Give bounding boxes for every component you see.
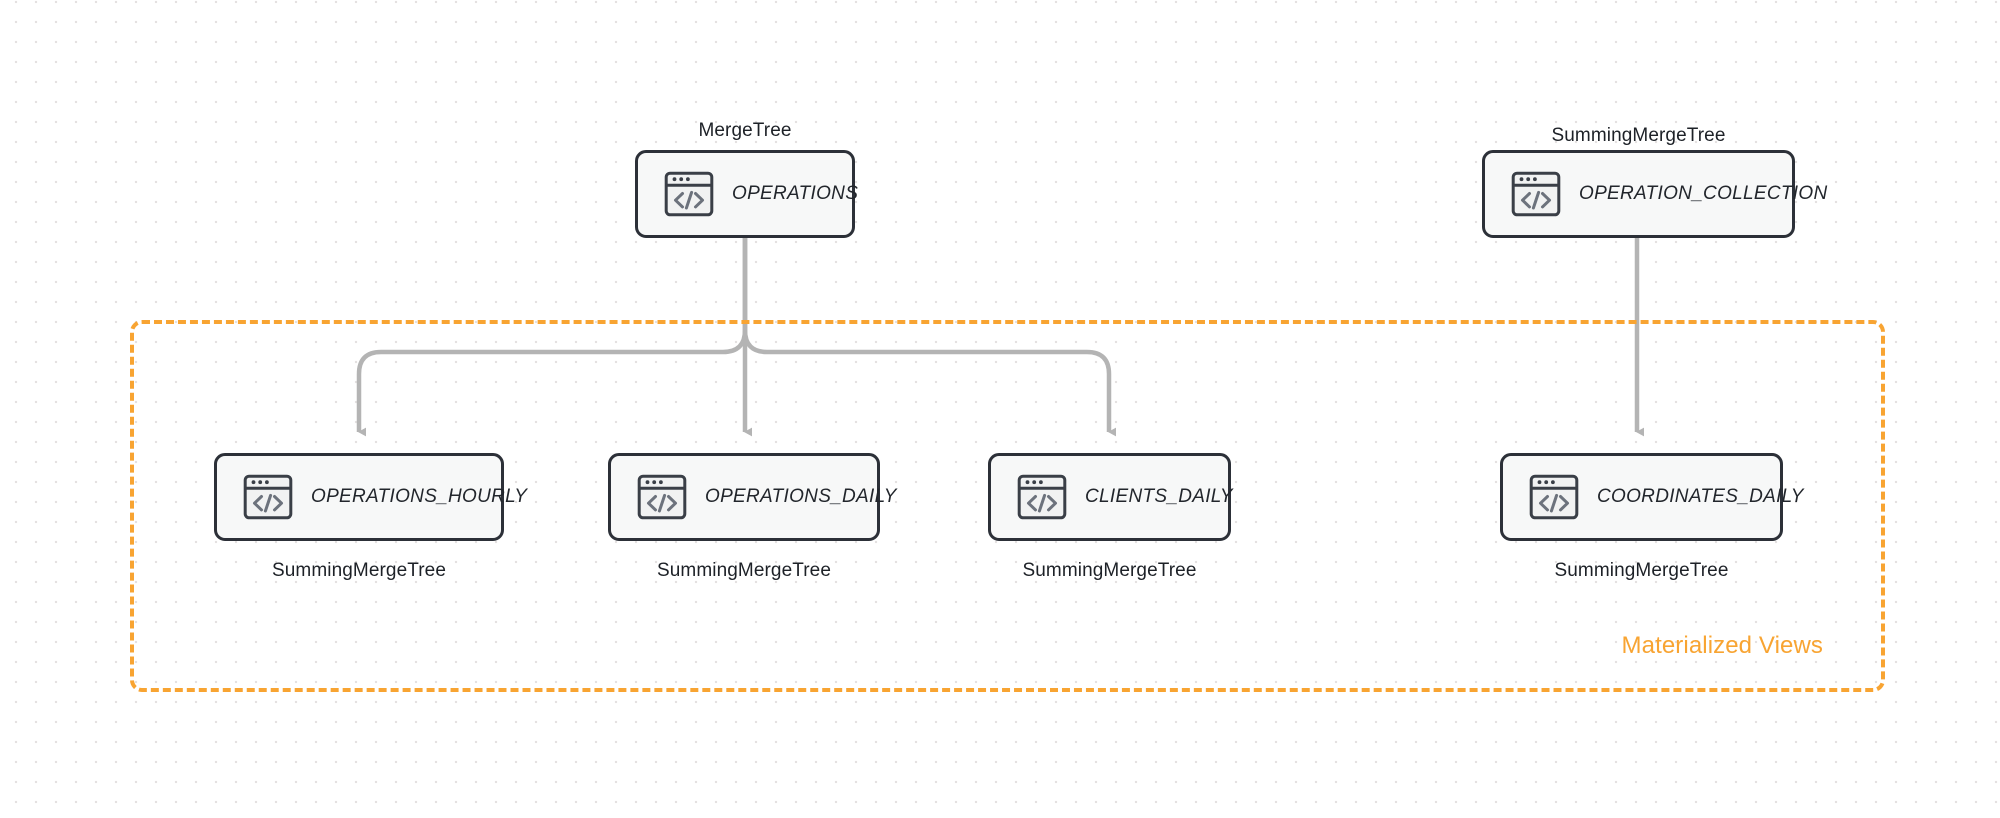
code-window-icon xyxy=(1529,473,1579,521)
node-title: CLIENTS_DAILY xyxy=(1085,486,1233,507)
node-title: OPERATIONS_DAILY xyxy=(705,486,897,507)
engine-label-clients-daily: SummingMergeTree xyxy=(1022,560,1197,581)
engine-label-operations-daily: SummingMergeTree xyxy=(656,560,832,581)
code-window-icon xyxy=(1017,473,1067,521)
node-operations[interactable]: OPERATIONS xyxy=(635,150,859,238)
materialized-views-label: Materialized Views xyxy=(1621,632,1823,659)
code-window-icon xyxy=(243,473,293,521)
node-title: OPERATIONS_HOURLY xyxy=(311,486,528,507)
node-operation-collection[interactable]: OPERATION_COLLECTION xyxy=(1482,150,1827,238)
materialized-views-group[interactable]: Materialized Views xyxy=(130,320,1885,692)
code-window-icon xyxy=(664,170,714,218)
code-window-icon xyxy=(1511,170,1561,218)
node-clients-daily[interactable]: CLIENTS_DAILY xyxy=(988,453,1233,541)
node-title: OPERATION_COLLECTION xyxy=(1579,183,1828,204)
engine-label-coordinates-daily: SummingMergeTree xyxy=(1554,560,1729,581)
node-title: COORDINATES_DAILY xyxy=(1597,486,1804,507)
node-coordinates-daily[interactable]: COORDINATES_DAILY xyxy=(1500,453,1803,541)
node-operations-hourly[interactable]: OPERATIONS_HOURLY xyxy=(214,453,527,541)
engine-label-operations: MergeTree xyxy=(698,120,792,141)
engine-label-operations-hourly: SummingMergeTree xyxy=(271,560,447,581)
code-window-icon xyxy=(637,473,687,521)
engine-label-operation-collection: SummingMergeTree xyxy=(1551,125,1726,146)
node-operations-daily[interactable]: OPERATIONS_DAILY xyxy=(608,453,896,541)
node-title: OPERATIONS xyxy=(732,183,859,204)
